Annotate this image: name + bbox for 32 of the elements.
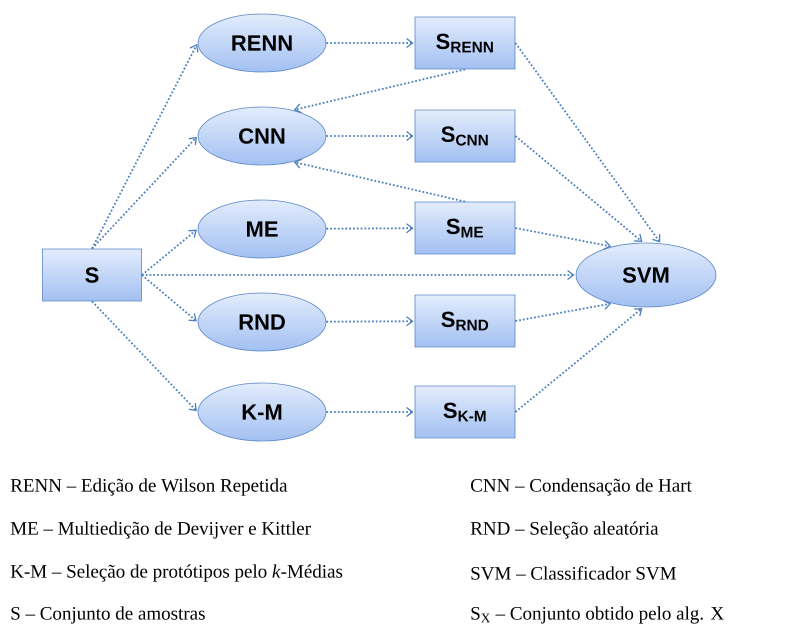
arrow <box>326 38 414 48</box>
arrow <box>514 308 642 413</box>
legend-text: S – Conjunto de amostras <box>11 606 205 624</box>
arrow <box>91 136 197 250</box>
arrow <box>326 406 414 418</box>
process-box: S$_{RND}$ <box>414 294 516 348</box>
arrow <box>326 223 414 234</box>
process-box: S$_{RENN}$ <box>414 16 516 70</box>
arrow <box>326 316 414 326</box>
legend-text: RND – Seleção aleatória <box>470 521 658 539</box>
legend-text: S$_{X}$ – Conjunto obtido pelo alg. X <box>471 606 724 624</box>
legend-text: CNN – Condensação de Hart <box>471 478 692 496</box>
process-box: S$_{CNN}$ <box>414 110 516 162</box>
arrow <box>294 68 466 114</box>
arrow <box>91 300 197 412</box>
arrow <box>515 300 612 322</box>
arrow <box>142 270 575 280</box>
process-box: S$_{K-M}$ <box>414 386 516 438</box>
legend-text: RENN – Edição de Wilson Repetida <box>10 478 288 496</box>
arrow <box>141 274 197 322</box>
process-box: S <box>42 248 142 302</box>
arrow <box>326 130 414 142</box>
legend-text: ME – Multiedição de Devijver e Kittler <box>10 521 311 539</box>
legend-text: SVM – Classificador SVM <box>471 566 676 580</box>
arrow <box>514 135 642 242</box>
arrow <box>141 230 197 276</box>
legend-text: K-M – Seleção de protótipos pelo k-Médias <box>10 564 342 582</box>
arrow <box>294 158 466 202</box>
arrow <box>91 44 199 249</box>
arrow <box>515 227 612 250</box>
arrow <box>514 42 660 242</box>
process-box: S$_{ME}$ <box>414 202 516 254</box>
